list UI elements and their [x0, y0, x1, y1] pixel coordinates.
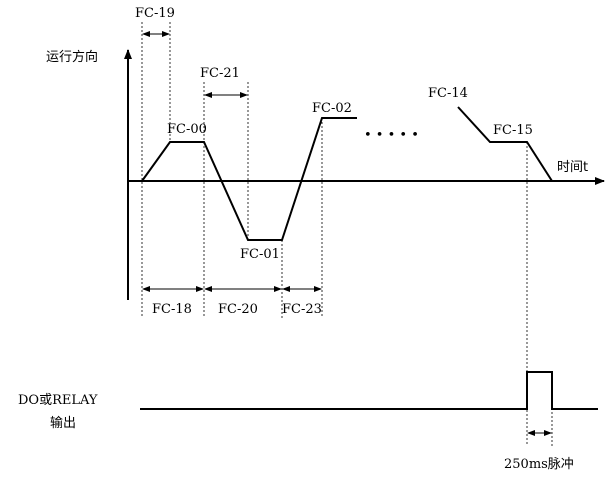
run-waveform [141, 117, 357, 241]
label-fc00: FC-00 [167, 122, 207, 137]
output-label-line2: 输出 [50, 415, 76, 431]
label-fc19: FC-19 [135, 6, 175, 21]
label-fc18: FC-18 [152, 302, 192, 317]
label-fc01: FC-01 [240, 247, 280, 262]
label-fc23: FC-23 [282, 302, 322, 317]
label-fc14: FC-14 [428, 86, 468, 101]
output-label-line1: DO或RELAY [18, 393, 98, 408]
label-fc20: FC-20 [218, 302, 258, 317]
label-fc21: FC-21 [200, 66, 240, 81]
label-fc15: FC-15 [493, 123, 533, 138]
y-axis-label: 运行方向 [46, 49, 98, 65]
ellipsis-dots: • • • • • [364, 128, 419, 143]
label-fc02: FC-02 [312, 101, 352, 116]
pulse-width-label: 250ms脉冲 [504, 457, 574, 472]
x-axis-label: 时间t [557, 160, 588, 175]
run-waveform-tail [457, 106, 553, 182]
output-pulse-waveform [140, 371, 598, 410]
